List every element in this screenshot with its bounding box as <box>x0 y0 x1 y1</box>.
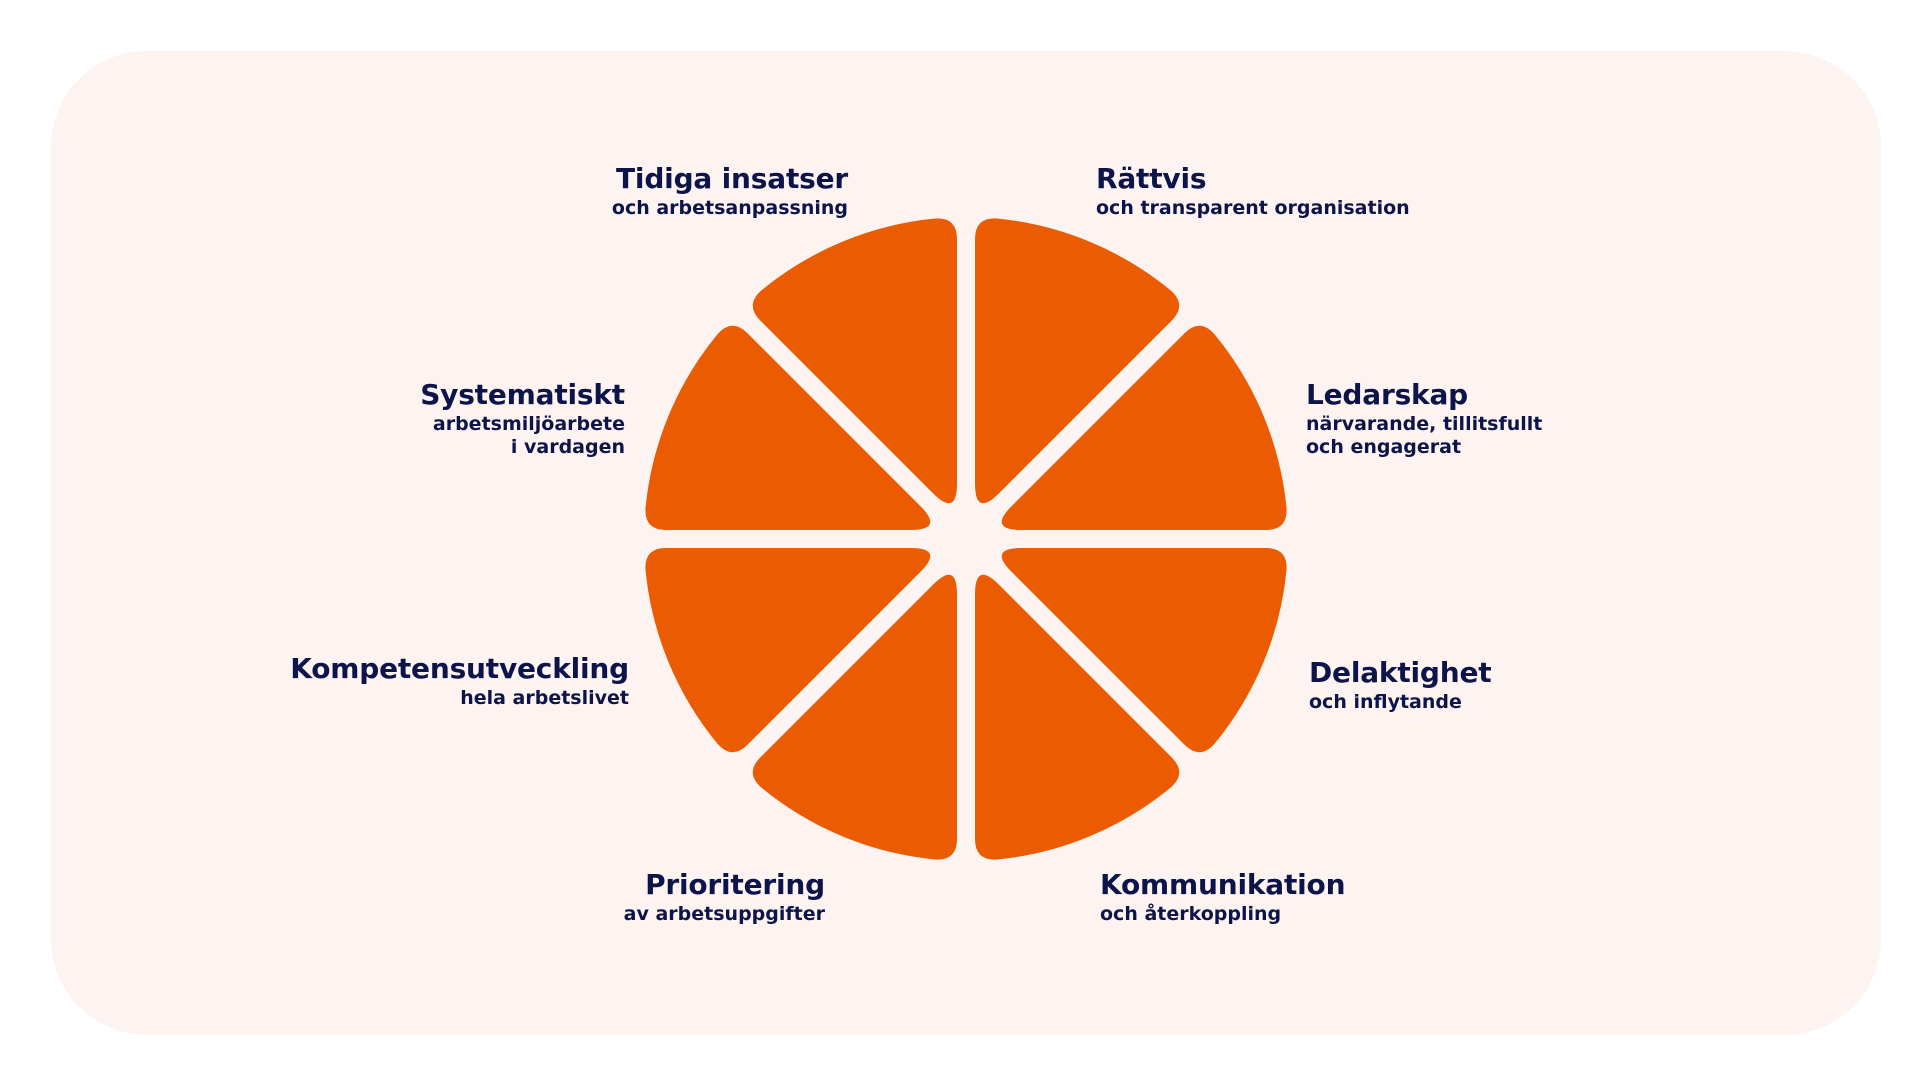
background-card <box>51 51 1881 1035</box>
label-title: Rättvis <box>1096 162 1207 195</box>
label-title: Delaktighet <box>1309 656 1492 689</box>
label-subtitle: i vardagen <box>510 436 625 458</box>
wheel-segment-3 <box>1001 548 1287 753</box>
label-subtitle: och arbetsanpassning <box>611 197 848 219</box>
label-title: Tidiga insatser <box>616 162 848 195</box>
wheel-segment-7 <box>645 325 931 530</box>
label-subtitle: och engagerat <box>1306 436 1462 458</box>
wheel-segment-5 <box>752 574 957 860</box>
label-subtitle: och återkoppling <box>1100 903 1282 925</box>
label-title: Ledarskap <box>1306 378 1469 411</box>
label-kommunikation: Kommunikation och återkoppling <box>1100 868 1346 926</box>
label-subtitle: av arbetsuppgifter <box>623 903 825 925</box>
wheel-segment-6 <box>645 548 931 753</box>
label-title: Prioritering <box>645 868 825 901</box>
label-ledarskap: Ledarskap närvarande, tillitsfullt och e… <box>1306 381 1542 459</box>
wheel-segment-8 <box>752 218 957 504</box>
label-systematiskt: Systematiskt arbetsmiljöarbete i vardage… <box>420 381 625 459</box>
label-prioritering: Prioritering av arbetsuppgifter <box>623 868 826 926</box>
label-title: Systematiskt <box>420 378 625 411</box>
label-title: Kommunikation <box>1100 868 1346 901</box>
label-rattvis: Rättvis och transparent organisation <box>1096 165 1410 220</box>
label-subtitle: och inflytande <box>1309 691 1462 713</box>
wheel-segment-4 <box>975 574 1180 860</box>
label-delaktighet: Delaktighet och inflytande <box>1309 656 1492 714</box>
label-title: Kompetensutveckling <box>290 652 629 685</box>
label-subtitle: närvarande, tillitsfullt <box>1306 413 1543 435</box>
wheel-segment-2 <box>1001 325 1287 530</box>
label-tidiga-insatser: Tidiga insatser och arbetsanpassning <box>612 165 848 220</box>
label-subtitle: hela arbetslivet <box>460 687 629 709</box>
label-subtitle: arbetsmiljöarbete <box>432 413 625 435</box>
label-kompetensutveckling: Kompetensutveckling hela arbetslivet <box>290 655 629 710</box>
label-subtitle: och transparent organisation <box>1096 197 1410 219</box>
wheel-segment-1 <box>975 218 1180 504</box>
